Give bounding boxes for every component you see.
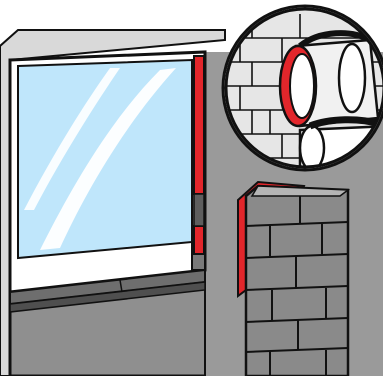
sealant-strip: [194, 56, 204, 254]
window: [10, 52, 205, 312]
brick-wall: [238, 182, 348, 376]
